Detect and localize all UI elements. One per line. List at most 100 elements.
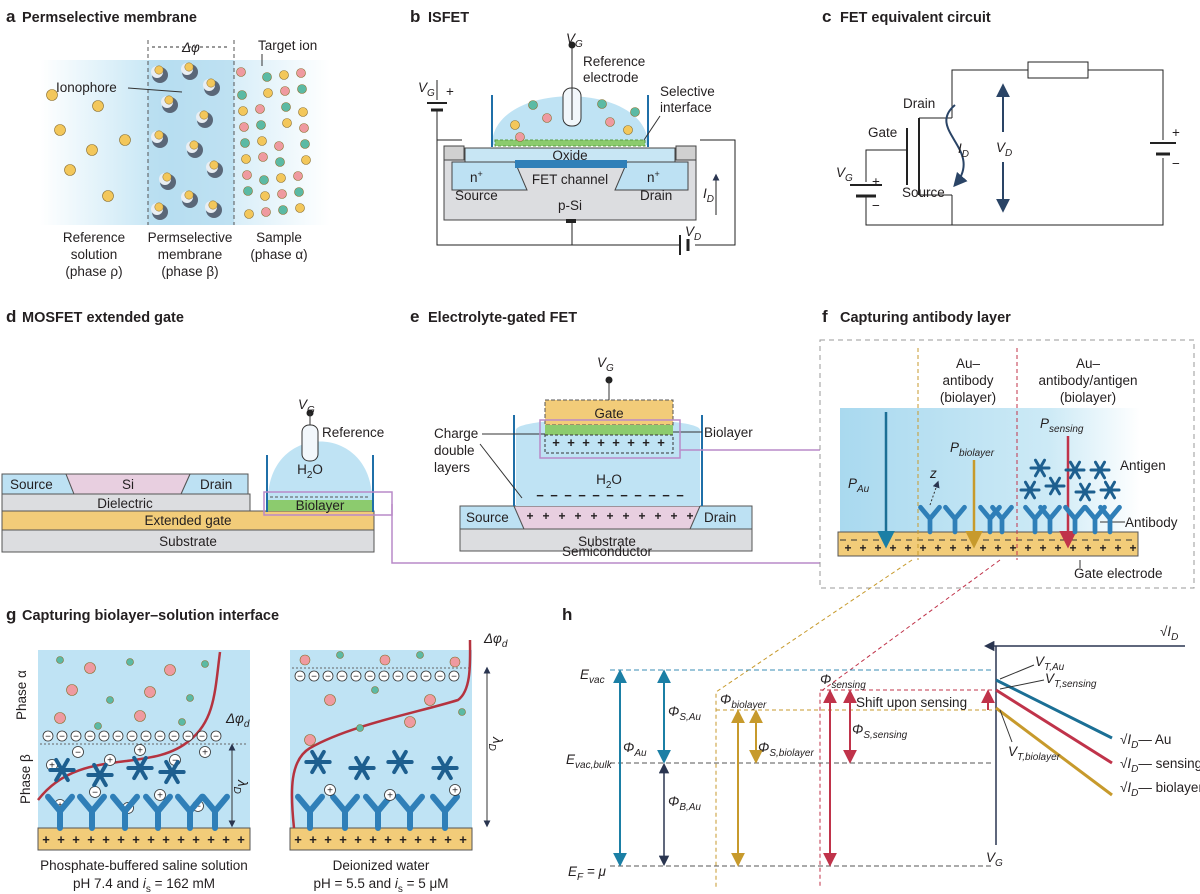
antibody xyxy=(1063,504,1087,535)
panel-e: e Electrolyte-gated FET Gate H2O VG Sour… xyxy=(410,307,820,559)
ion xyxy=(282,118,292,128)
charge-sign: − xyxy=(185,732,191,743)
ion xyxy=(186,694,194,702)
g-left-delta-phi: Δφd xyxy=(225,711,250,730)
f-frame xyxy=(819,339,1195,589)
id-current-arrow xyxy=(945,104,968,188)
ion xyxy=(54,712,66,724)
plus-charge: + xyxy=(889,541,896,555)
ion xyxy=(66,684,78,696)
charge-circle xyxy=(199,746,211,758)
antigen-core xyxy=(58,766,66,774)
f-au-antigen-1: Au– xyxy=(1076,356,1101,371)
plus-charge: + xyxy=(1084,541,1091,555)
ion xyxy=(236,67,246,77)
c-battery-minus: − xyxy=(1172,156,1180,171)
ion xyxy=(240,138,250,148)
ion xyxy=(259,175,269,185)
c-vg-minus: − xyxy=(872,198,880,213)
sample-label-1: Sample xyxy=(256,230,302,245)
plus-charge: + xyxy=(1039,541,1046,555)
charge-sign: − xyxy=(297,672,303,683)
plus-charge: + xyxy=(222,832,230,847)
ion xyxy=(379,654,391,666)
h-phi-s-biolayer: ΦS,biolayer xyxy=(758,740,814,759)
panel-c-letter: c xyxy=(822,7,831,26)
plus-charge: + xyxy=(162,832,170,847)
antibody xyxy=(330,793,360,831)
bound-ion xyxy=(208,200,218,210)
plus-charge: + xyxy=(844,541,851,555)
membrane-label-3: (phase β) xyxy=(161,264,218,279)
plus-charge: + xyxy=(1114,541,1121,555)
minus-charge: − xyxy=(536,488,544,503)
panel-g-title: Capturing biolayer–solution interface xyxy=(22,608,279,624)
plus-charge: + xyxy=(192,832,200,847)
plus-charge: + xyxy=(654,509,661,523)
g-pbs-label-1: Phosphate-buffered saline solution xyxy=(40,858,248,873)
plus-charge: + xyxy=(324,832,332,847)
reference-label-3: (phase ρ) xyxy=(65,264,122,279)
panel-c-title: FET equivalent circuit xyxy=(840,10,991,26)
plus-charge: + xyxy=(1129,541,1136,555)
charge-circle xyxy=(182,730,194,742)
g-molecules-and-ions: −−−−−−−−−−−−−+−++−++−++−++++++++++++++−−… xyxy=(42,651,467,847)
charge-sign: − xyxy=(325,672,331,683)
charge-circle xyxy=(308,670,320,682)
charge-circle xyxy=(196,730,208,742)
f-au-antibody-1: Au– xyxy=(956,356,981,371)
ion xyxy=(293,171,303,181)
antigen-core xyxy=(1027,487,1033,493)
charge-circle xyxy=(104,754,116,766)
plus-charge: + xyxy=(642,435,650,450)
ionophore-pointer xyxy=(127,87,183,93)
plus-charge: + xyxy=(612,435,620,450)
ion xyxy=(279,70,289,80)
source-region xyxy=(451,161,528,191)
ion xyxy=(294,187,304,197)
bound-ion xyxy=(209,160,219,170)
ion xyxy=(94,722,102,730)
charge-sign: + xyxy=(49,761,55,772)
plus-charge: + xyxy=(384,832,392,847)
h-vt-au: VT,Au xyxy=(1035,654,1065,673)
plus-charge: + xyxy=(294,832,302,847)
charge-circle xyxy=(168,730,180,742)
e-cdl-label-2: double xyxy=(434,443,475,458)
charge-sign: − xyxy=(45,732,51,743)
charge-circle xyxy=(378,670,390,682)
ionophore-molecules xyxy=(151,62,223,220)
ion xyxy=(201,660,209,668)
ion xyxy=(86,144,98,156)
ion xyxy=(274,141,284,151)
h-curve-sensing xyxy=(995,688,1113,765)
charge-circle xyxy=(56,730,68,742)
charge-sign: − xyxy=(199,732,205,743)
drain-nplus: n+ xyxy=(647,169,660,185)
charge-sign: − xyxy=(409,672,415,683)
h-evac-bulk-label: Evac,bulk xyxy=(566,752,613,771)
charge-sign: − xyxy=(423,672,429,683)
plus-charge: + xyxy=(686,509,693,523)
vd-label: VD xyxy=(685,224,701,243)
e-drain-label: Drain xyxy=(704,510,736,525)
g-right-delta-phi: Δφd xyxy=(483,631,508,650)
charge-sign: − xyxy=(381,672,387,683)
target-ion-label: Target ion xyxy=(258,38,317,53)
plus-charge: + xyxy=(102,832,110,847)
fet-channel-label: FET channel xyxy=(532,172,608,187)
ion xyxy=(241,154,251,164)
ion xyxy=(542,113,552,123)
bound-ion xyxy=(184,190,194,200)
h-evac-label: Evac xyxy=(580,667,605,686)
ion xyxy=(56,656,64,664)
reference-label-1: Reference xyxy=(583,54,645,69)
charge-sign: − xyxy=(367,672,373,683)
charge-sign: − xyxy=(195,802,201,813)
d-drain-label: Drain xyxy=(200,477,232,492)
f-antibody-label: Antibody xyxy=(1125,515,1178,530)
bound-ion xyxy=(154,65,164,75)
panel-d-letter: d xyxy=(6,307,16,326)
bound-ion xyxy=(164,95,174,105)
